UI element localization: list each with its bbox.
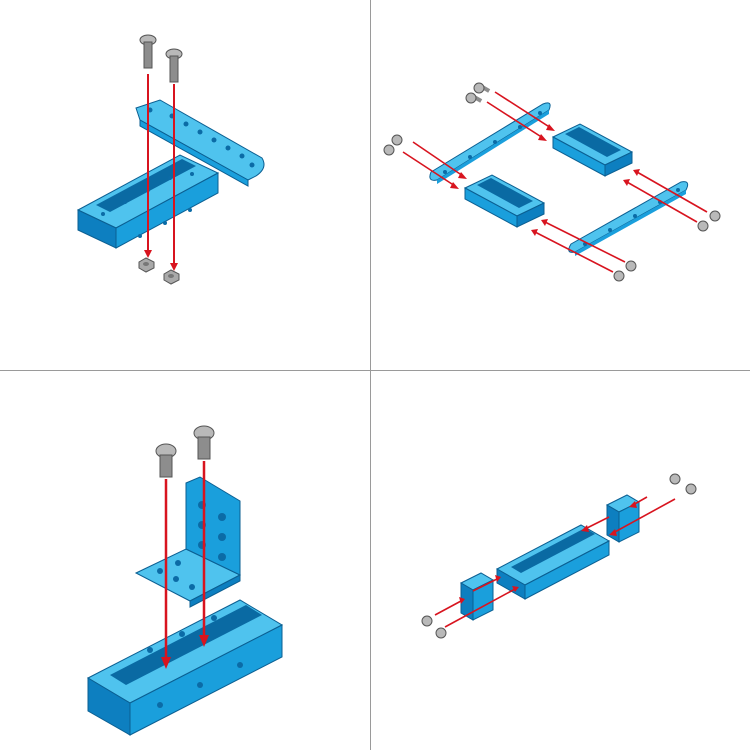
insertion-arrow-icon xyxy=(402,91,708,273)
panel-step-3 xyxy=(0,375,374,749)
hex-nut-icon xyxy=(138,257,180,285)
vertical-divider xyxy=(370,0,371,750)
socket-head-screw-icon xyxy=(155,425,215,478)
insertion-arrow-icon xyxy=(144,74,178,271)
horizontal-divider xyxy=(0,370,750,371)
slotted-beam-icon xyxy=(86,599,284,736)
socket-head-screw-icon xyxy=(383,82,721,282)
socket-head-screw-icon xyxy=(421,473,697,639)
panel-step-4 xyxy=(375,375,749,749)
panel-step-2 xyxy=(375,0,749,374)
insertion-arrow-icon xyxy=(161,461,209,669)
step-3-illustration xyxy=(86,425,284,736)
flat-plate-icon xyxy=(135,99,265,187)
step-1-illustration xyxy=(76,34,265,285)
step-4-illustration xyxy=(421,473,697,639)
socket-head-screw-icon xyxy=(139,34,183,83)
panel-step-1 xyxy=(0,0,374,374)
slotted-beam-icon xyxy=(463,123,634,228)
step-2-illustration xyxy=(383,82,721,282)
insertion-arrow-icon xyxy=(434,496,676,628)
end-connector-icon xyxy=(459,494,641,621)
l-bracket-icon xyxy=(134,476,242,608)
slotted-beam-icon xyxy=(495,524,611,600)
